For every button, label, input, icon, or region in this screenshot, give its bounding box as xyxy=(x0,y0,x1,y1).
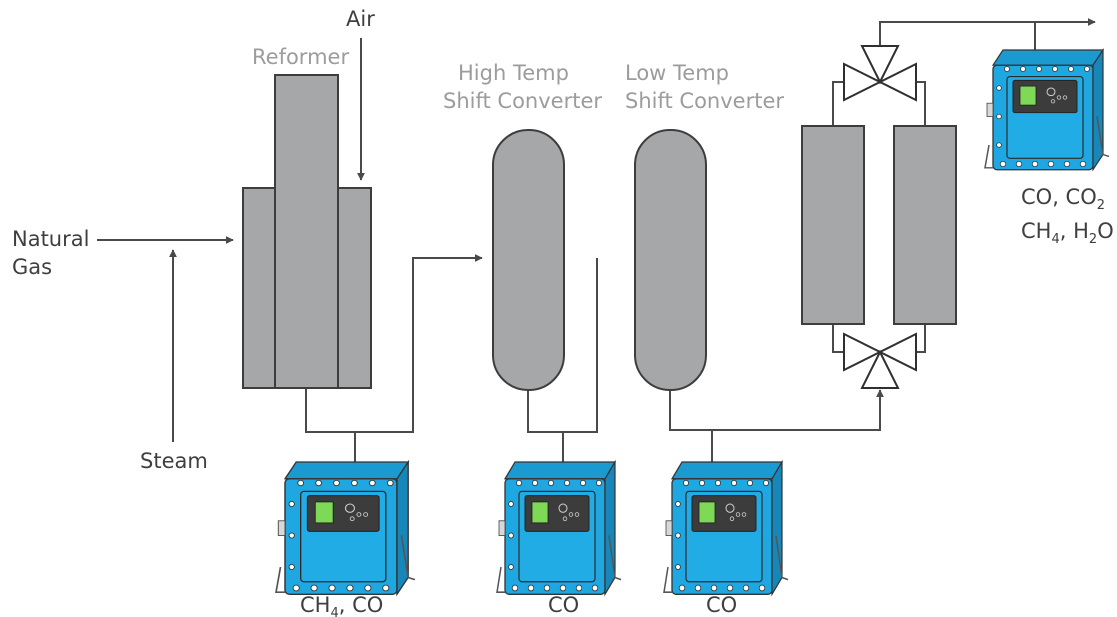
natural-gas-label-line1: Natural xyxy=(12,227,89,251)
top-three-way-valve xyxy=(843,45,917,102)
high-temp-shift-converter xyxy=(492,129,565,391)
analyzer-reformer xyxy=(275,461,416,596)
low-temp-shift-converter xyxy=(634,129,707,391)
ltsc-label-line2: Shift Converter xyxy=(625,89,784,113)
bottom-three-way-valve xyxy=(843,332,917,389)
left-absorber-bed xyxy=(801,125,865,325)
analyzer-ltsc xyxy=(663,461,789,596)
reformer-stack xyxy=(274,74,339,389)
steam-label: Steam xyxy=(140,449,208,473)
air-label: Air xyxy=(346,7,375,31)
htsc-label-line2: Shift Converter xyxy=(443,89,602,113)
product-analyzer-measurement-line1: CO, CO2 xyxy=(1021,185,1105,213)
ltsc-label-line1: Low Temp xyxy=(625,61,729,85)
product-analyzer-measurement-line2: CH4, H2O xyxy=(1021,219,1114,247)
reformer-to-htsc-line xyxy=(305,254,483,433)
natural-gas-label-line2: Gas xyxy=(12,255,52,279)
reformer xyxy=(242,74,372,389)
right-absorber-bed xyxy=(893,125,957,325)
reformer-label: Reformer xyxy=(252,45,349,69)
analyzer-htsc xyxy=(496,461,622,596)
ltsc-analyzer-measurement: CO xyxy=(706,593,737,617)
ltsc-outlet-line xyxy=(669,389,884,431)
htsc-label-line1: High Temp xyxy=(458,61,569,85)
htsc-analyzer-measurement: CO xyxy=(548,593,579,617)
analyzer-product xyxy=(984,49,1110,171)
reformer-analyzer-measurement: CH4, CO xyxy=(300,593,383,617)
